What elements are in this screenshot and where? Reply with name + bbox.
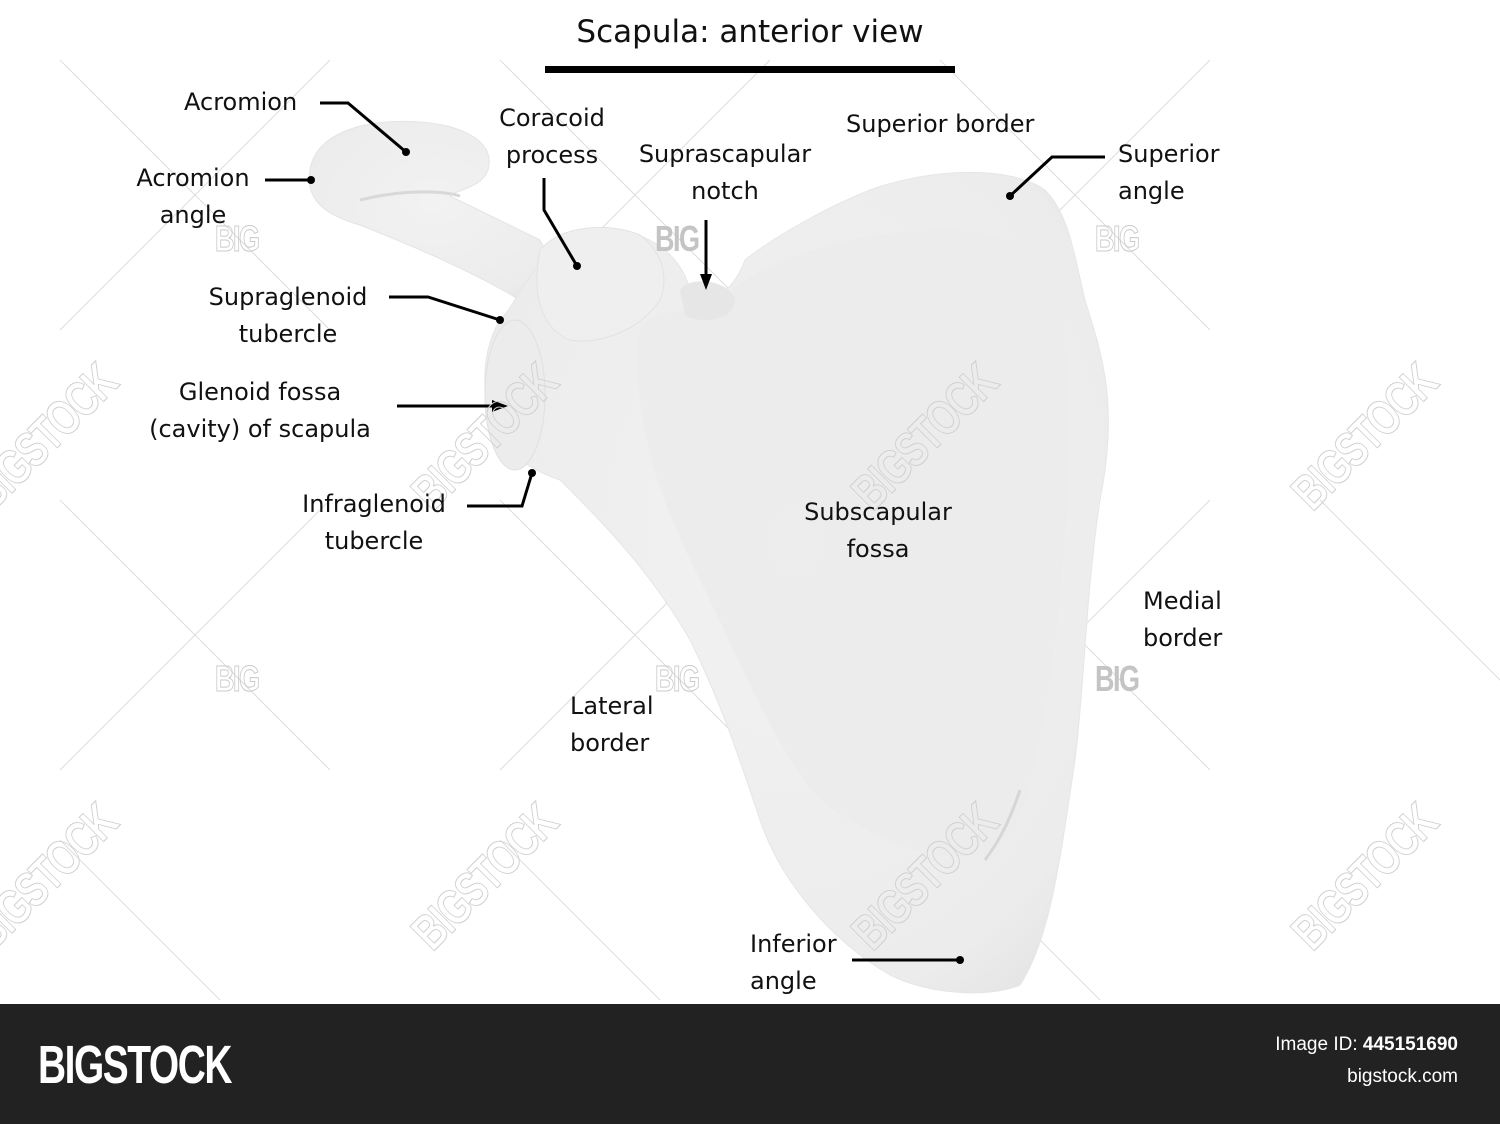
label-subscapular-fossa: Subscapular fossa [790,494,966,568]
label-line: Coracoid [499,104,605,132]
image-id-value: 445151690 [1362,1034,1458,1055]
label-acromion: Acromion [184,88,298,116]
label-line: (cavity) of scapula [149,415,371,443]
label-line: Superior [1118,140,1220,168]
title-underline [545,66,955,73]
label-line: process [505,141,599,169]
watermark-big: BIG [1095,218,1141,260]
diagram-title: Scapula: anterior view [576,14,924,50]
watermark-big: BIG [655,658,701,700]
leader-lines [265,101,1105,962]
label-line: Suprascapular [638,140,812,168]
label-line: border [1143,624,1223,652]
image-id-label: Image ID: [1275,1034,1358,1055]
label-line: Lateral [570,692,654,720]
leader-dots [307,148,1014,964]
label-infraglenoid-tubercle: Infraglenoid tubercle [290,486,458,560]
image-id: Image ID: 445151690 [1275,1034,1458,1056]
label-line: angle [750,967,817,995]
label-line: fossa [846,535,910,563]
scapula-illustration [59,59,1500,1001]
label-line: Medial [1143,587,1222,615]
label-superior-angle: Superior angle [1118,136,1220,210]
label-line: Glenoid fossa [178,378,342,406]
label-line: angle [1118,177,1185,205]
label-glenoid-fossa: Glenoid fossa (cavity) of scapula [140,374,380,448]
label-line: Infraglenoid [302,490,446,518]
site-link[interactable]: bigstock.com [1347,1066,1458,1087]
stock-footer: BIGSTOCK Image ID: 445151690 bigstock.co… [0,1004,1500,1124]
label-line: tubercle [324,527,424,555]
label-medial-border: Medial border [1143,583,1222,657]
label-supraglenoid-tubercle: Supraglenoid tubercle [196,279,380,353]
label-line: Supraglenoid [208,283,368,311]
watermark-big: BIG [655,218,700,259]
bigstock-logo: BIGSTOCK [38,1035,232,1095]
label-lateral-border: Lateral border [570,688,654,762]
label-line: Subscapular [804,498,952,526]
label-inferior-angle: Inferior angle [750,926,837,1000]
label-line: angle [159,201,227,229]
label-suprascapular-notch: Suprascapular notch [625,136,825,210]
label-line: tubercle [238,320,338,348]
label-line: Acromion [136,164,250,192]
label-acromion-angle: Acromion angle [128,160,258,234]
label-line: Inferior [750,930,837,958]
label-line: border [570,729,650,757]
label-superior-border: Superior border [846,110,1035,138]
watermark-big: BIG [1095,658,1140,699]
label-coracoid-process: Coracoid process [488,100,616,174]
diagram-canvas: BIG BIG BIG BIG BIG BIG BIGSTOCK BIGSTOC… [0,14,1500,1001]
watermark-big: BIG [215,658,261,700]
watermark-big: BIG [215,218,261,260]
label-line: notch [691,177,759,205]
